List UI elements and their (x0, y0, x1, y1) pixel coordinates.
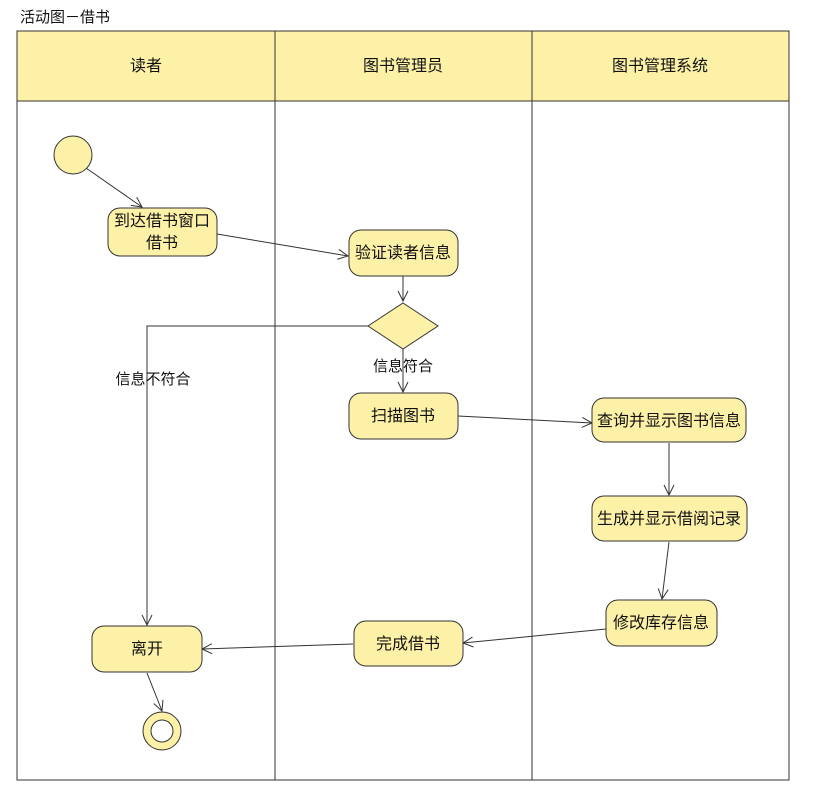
activity-complete-label: 完成借书 (376, 634, 440, 653)
activity-verify: 验证读者信息 (348, 229, 459, 277)
activity-arrive-line1: 到达借书窗口 (114, 211, 210, 230)
edges (85, 167, 670, 711)
activity-verify-label: 验证读者信息 (355, 243, 451, 262)
activity-complete: 完成借书 (353, 620, 464, 667)
guard-mismatch-label: 信息不符合 (115, 370, 190, 388)
activity-modify-label: 修改库存信息 (613, 613, 709, 632)
activity-generate-label: 生成并显示借阅记录 (597, 509, 741, 528)
activity-box (348, 229, 459, 277)
diagram-title: 活动图－借书 (20, 8, 111, 26)
final-node (142, 711, 182, 751)
edge-start-to-arrive (85, 167, 142, 207)
final-node-inner (150, 719, 174, 743)
activity-box (591, 397, 747, 443)
activity-arrive-line2: 借书 (146, 233, 178, 252)
activity-arrive: 到达借书窗口 借书 (107, 207, 218, 257)
decision-node (367, 302, 439, 350)
lane-headers: 读者 图书管理员 图书管理系统 (16, 30, 790, 102)
lane-bodies (16, 100, 790, 781)
guard-match-label: 信息符合 (373, 357, 433, 375)
edge-modify-to-complete (463, 628, 607, 643)
activity-modify: 修改库存信息 (605, 599, 718, 647)
initial-node (53, 135, 93, 175)
activity-box (348, 392, 459, 440)
activity-box (353, 620, 464, 667)
activity-box (591, 495, 748, 542)
lane-label-librarian: 图书管理员 (363, 56, 443, 75)
lanes-frame (16, 100, 790, 781)
lane-label-system: 图书管理系统 (612, 56, 708, 75)
activity-scan-label: 扫描图书 (371, 406, 435, 425)
activity-query-label: 查询并显示图书信息 (597, 411, 741, 430)
activity-box (91, 625, 203, 673)
edge-scan-to-query (457, 415, 592, 423)
edge-complete-to-leave (202, 644, 354, 649)
activity-leave: 离开 (91, 625, 203, 673)
activity-query: 查询并显示图书信息 (591, 397, 747, 443)
edge-arrive-to-verify (216, 233, 348, 256)
activity-scan: 扫描图书 (348, 392, 459, 440)
lane-header-system (531, 30, 790, 102)
edge-leave-to-end (146, 672, 162, 711)
lane-label-reader: 读者 (130, 56, 162, 75)
activity-generate: 生成并显示借阅记录 (591, 495, 748, 542)
activity-leave-label: 离开 (131, 639, 163, 658)
activity-box (107, 207, 218, 257)
edge-decision-to-leave (147, 325, 368, 625)
edge-generate-to-modify (662, 541, 670, 599)
activity-box (605, 599, 718, 647)
